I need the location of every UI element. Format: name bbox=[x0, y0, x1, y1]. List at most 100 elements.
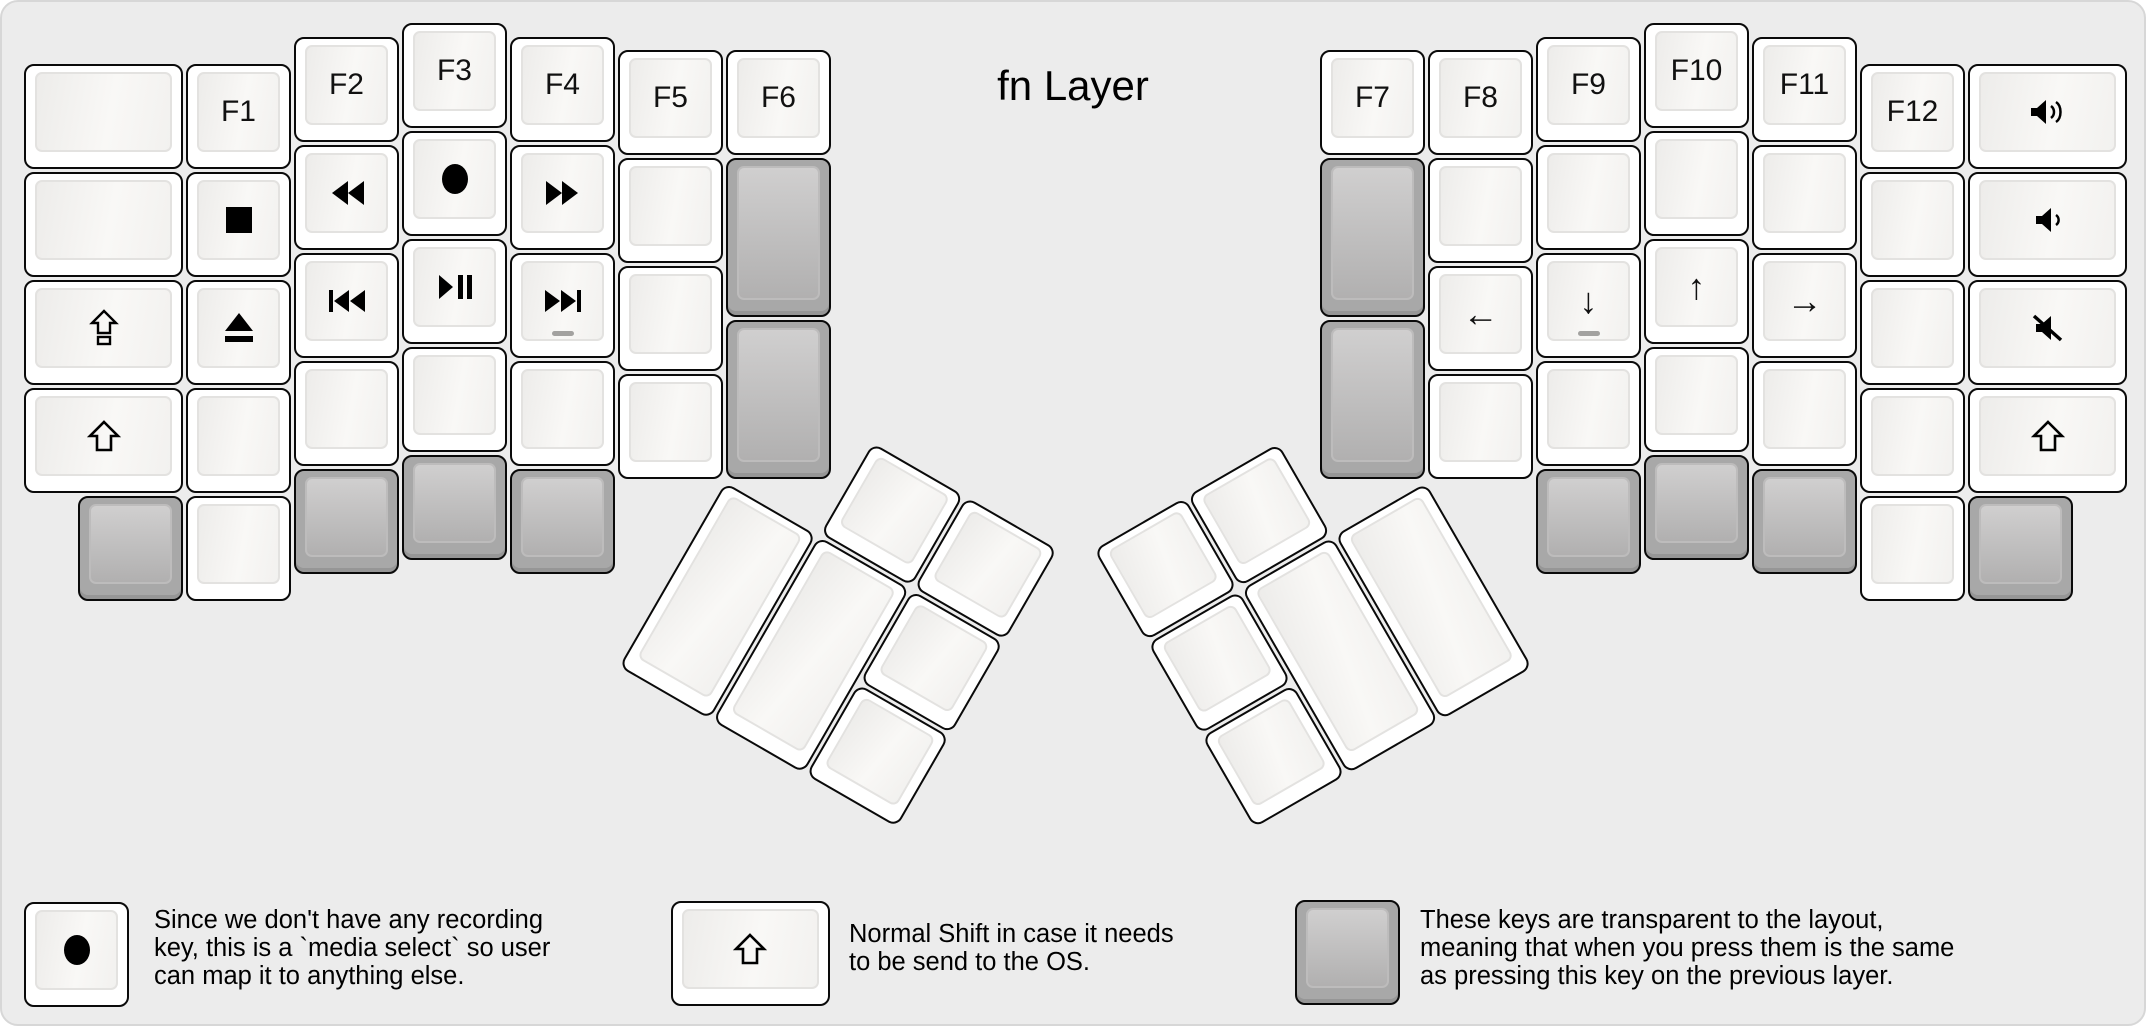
keycap-top bbox=[1763, 152, 1846, 233]
key-blank[interactable] bbox=[24, 63, 183, 169]
key-f10[interactable]: F10 bbox=[1644, 23, 1749, 128]
key-transparent[interactable] bbox=[1968, 495, 2073, 601]
key-arrow-up[interactable]: ↑ bbox=[1644, 239, 1749, 344]
keycap-top bbox=[197, 503, 280, 584]
key-blank[interactable] bbox=[1752, 144, 1857, 250]
prev-track-icon bbox=[328, 289, 365, 312]
key-f3[interactable]: F3 bbox=[402, 23, 507, 128]
record-icon bbox=[63, 935, 90, 966]
key-transparent[interactable] bbox=[1644, 455, 1749, 560]
keycap-top bbox=[1979, 287, 2116, 368]
key-f12[interactable]: F12 bbox=[1860, 63, 1965, 169]
key-transparent[interactable] bbox=[294, 468, 399, 574]
key-transparent[interactable] bbox=[510, 468, 615, 574]
volume-up-icon bbox=[2030, 99, 2062, 124]
keycap-top bbox=[413, 139, 496, 219]
keycap-top bbox=[1547, 152, 1630, 233]
key-transparent[interactable] bbox=[1752, 468, 1857, 574]
key-next-track[interactable] bbox=[510, 252, 615, 358]
legend-line: Normal Shift in case it needs bbox=[849, 920, 1174, 948]
key-mute[interactable] bbox=[1968, 279, 2127, 385]
key-blank[interactable] bbox=[294, 360, 399, 466]
key-record[interactable] bbox=[402, 131, 507, 236]
key-fast-forward[interactable] bbox=[510, 144, 615, 250]
key-arrow-left[interactable]: ← bbox=[1428, 266, 1533, 371]
key-blank[interactable] bbox=[1860, 387, 1965, 493]
keycap-top bbox=[1763, 476, 1846, 557]
key-play-pause[interactable] bbox=[402, 239, 507, 344]
key-blank[interactable] bbox=[510, 360, 615, 466]
keycap-top bbox=[737, 166, 820, 300]
key-caps-shift[interactable] bbox=[24, 279, 183, 385]
key-blank[interactable] bbox=[1536, 360, 1641, 466]
keycap-top bbox=[35, 910, 118, 991]
key-f8[interactable]: F8 bbox=[1428, 50, 1533, 155]
key-blank[interactable] bbox=[402, 347, 507, 452]
shift-icon bbox=[86, 419, 121, 451]
key-volume-up[interactable] bbox=[1968, 63, 2127, 169]
key-arrow-down[interactable]: ↓ bbox=[1536, 252, 1641, 358]
key-blank[interactable] bbox=[1428, 374, 1533, 479]
key-shift-right[interactable] bbox=[1968, 387, 2127, 493]
keycap-top bbox=[89, 503, 172, 584]
key-f6[interactable]: F6 bbox=[726, 50, 831, 155]
key-blank[interactable] bbox=[1752, 360, 1857, 466]
key-blank[interactable] bbox=[186, 495, 291, 601]
key-blank[interactable] bbox=[1644, 131, 1749, 236]
key-f1[interactable]: F1 bbox=[186, 63, 291, 169]
keycap-top bbox=[1331, 166, 1414, 300]
keycap-top bbox=[1655, 139, 1738, 219]
keycap-top bbox=[305, 152, 388, 233]
keycap-top bbox=[629, 274, 712, 354]
key-f2[interactable]: F2 bbox=[294, 36, 399, 142]
key-stop[interactable] bbox=[186, 171, 291, 277]
key-label: F3 bbox=[436, 54, 472, 87]
key-f7[interactable]: F7 bbox=[1320, 50, 1425, 155]
keycap-top: F11 bbox=[1763, 44, 1846, 125]
key-f9[interactable]: F9 bbox=[1536, 36, 1641, 142]
key-transparent[interactable] bbox=[78, 495, 183, 601]
key-blank[interactable] bbox=[1860, 495, 1965, 601]
key-eject[interactable] bbox=[186, 279, 291, 385]
key-blank[interactable] bbox=[1644, 347, 1749, 452]
key-blank[interactable] bbox=[186, 387, 291, 493]
keycap-top bbox=[1306, 907, 1390, 988]
key-blank[interactable] bbox=[1860, 171, 1965, 277]
key-shift-left[interactable] bbox=[24, 387, 183, 493]
key-transparent[interactable] bbox=[1536, 468, 1641, 574]
key-blank[interactable] bbox=[618, 158, 723, 263]
key-f4[interactable]: F4 bbox=[510, 36, 615, 142]
keycap-top bbox=[521, 152, 604, 233]
key-blank[interactable] bbox=[618, 374, 723, 479]
layer-title: fn Layer bbox=[997, 62, 1149, 109]
key-blank[interactable] bbox=[618, 266, 723, 371]
keycap-top: F7 bbox=[1331, 58, 1414, 138]
key-arrow-right[interactable]: → bbox=[1752, 252, 1857, 358]
key-volume-down[interactable] bbox=[1968, 171, 2127, 277]
key-prev-track[interactable] bbox=[294, 252, 399, 358]
key-transparent[interactable] bbox=[726, 320, 831, 479]
key-transparent[interactable] bbox=[1320, 158, 1425, 317]
next-track-icon bbox=[544, 289, 581, 312]
keycap-top: ↓ bbox=[1547, 260, 1630, 341]
legend-key-transparent bbox=[1295, 899, 1401, 1005]
key-blank[interactable] bbox=[1536, 144, 1641, 250]
keycap-top bbox=[1439, 382, 1522, 462]
key-f11[interactable]: F11 bbox=[1752, 36, 1857, 142]
homing-bar bbox=[1577, 330, 1600, 336]
key-label: ← bbox=[1462, 293, 1499, 334]
key-transparent[interactable] bbox=[402, 455, 507, 560]
keycap-top bbox=[305, 368, 388, 449]
keycap-top bbox=[838, 455, 951, 567]
key-f5[interactable]: F5 bbox=[618, 50, 723, 155]
keycap-top bbox=[35, 395, 172, 476]
key-blank[interactable] bbox=[24, 171, 183, 277]
shift-icon bbox=[733, 933, 768, 965]
key-transparent[interactable] bbox=[726, 158, 831, 317]
key-rewind[interactable] bbox=[294, 144, 399, 250]
key-transparent[interactable] bbox=[1320, 320, 1425, 479]
key-label: F9 bbox=[1570, 67, 1606, 101]
key-blank[interactable] bbox=[1860, 279, 1965, 385]
key-blank[interactable] bbox=[1428, 158, 1533, 263]
